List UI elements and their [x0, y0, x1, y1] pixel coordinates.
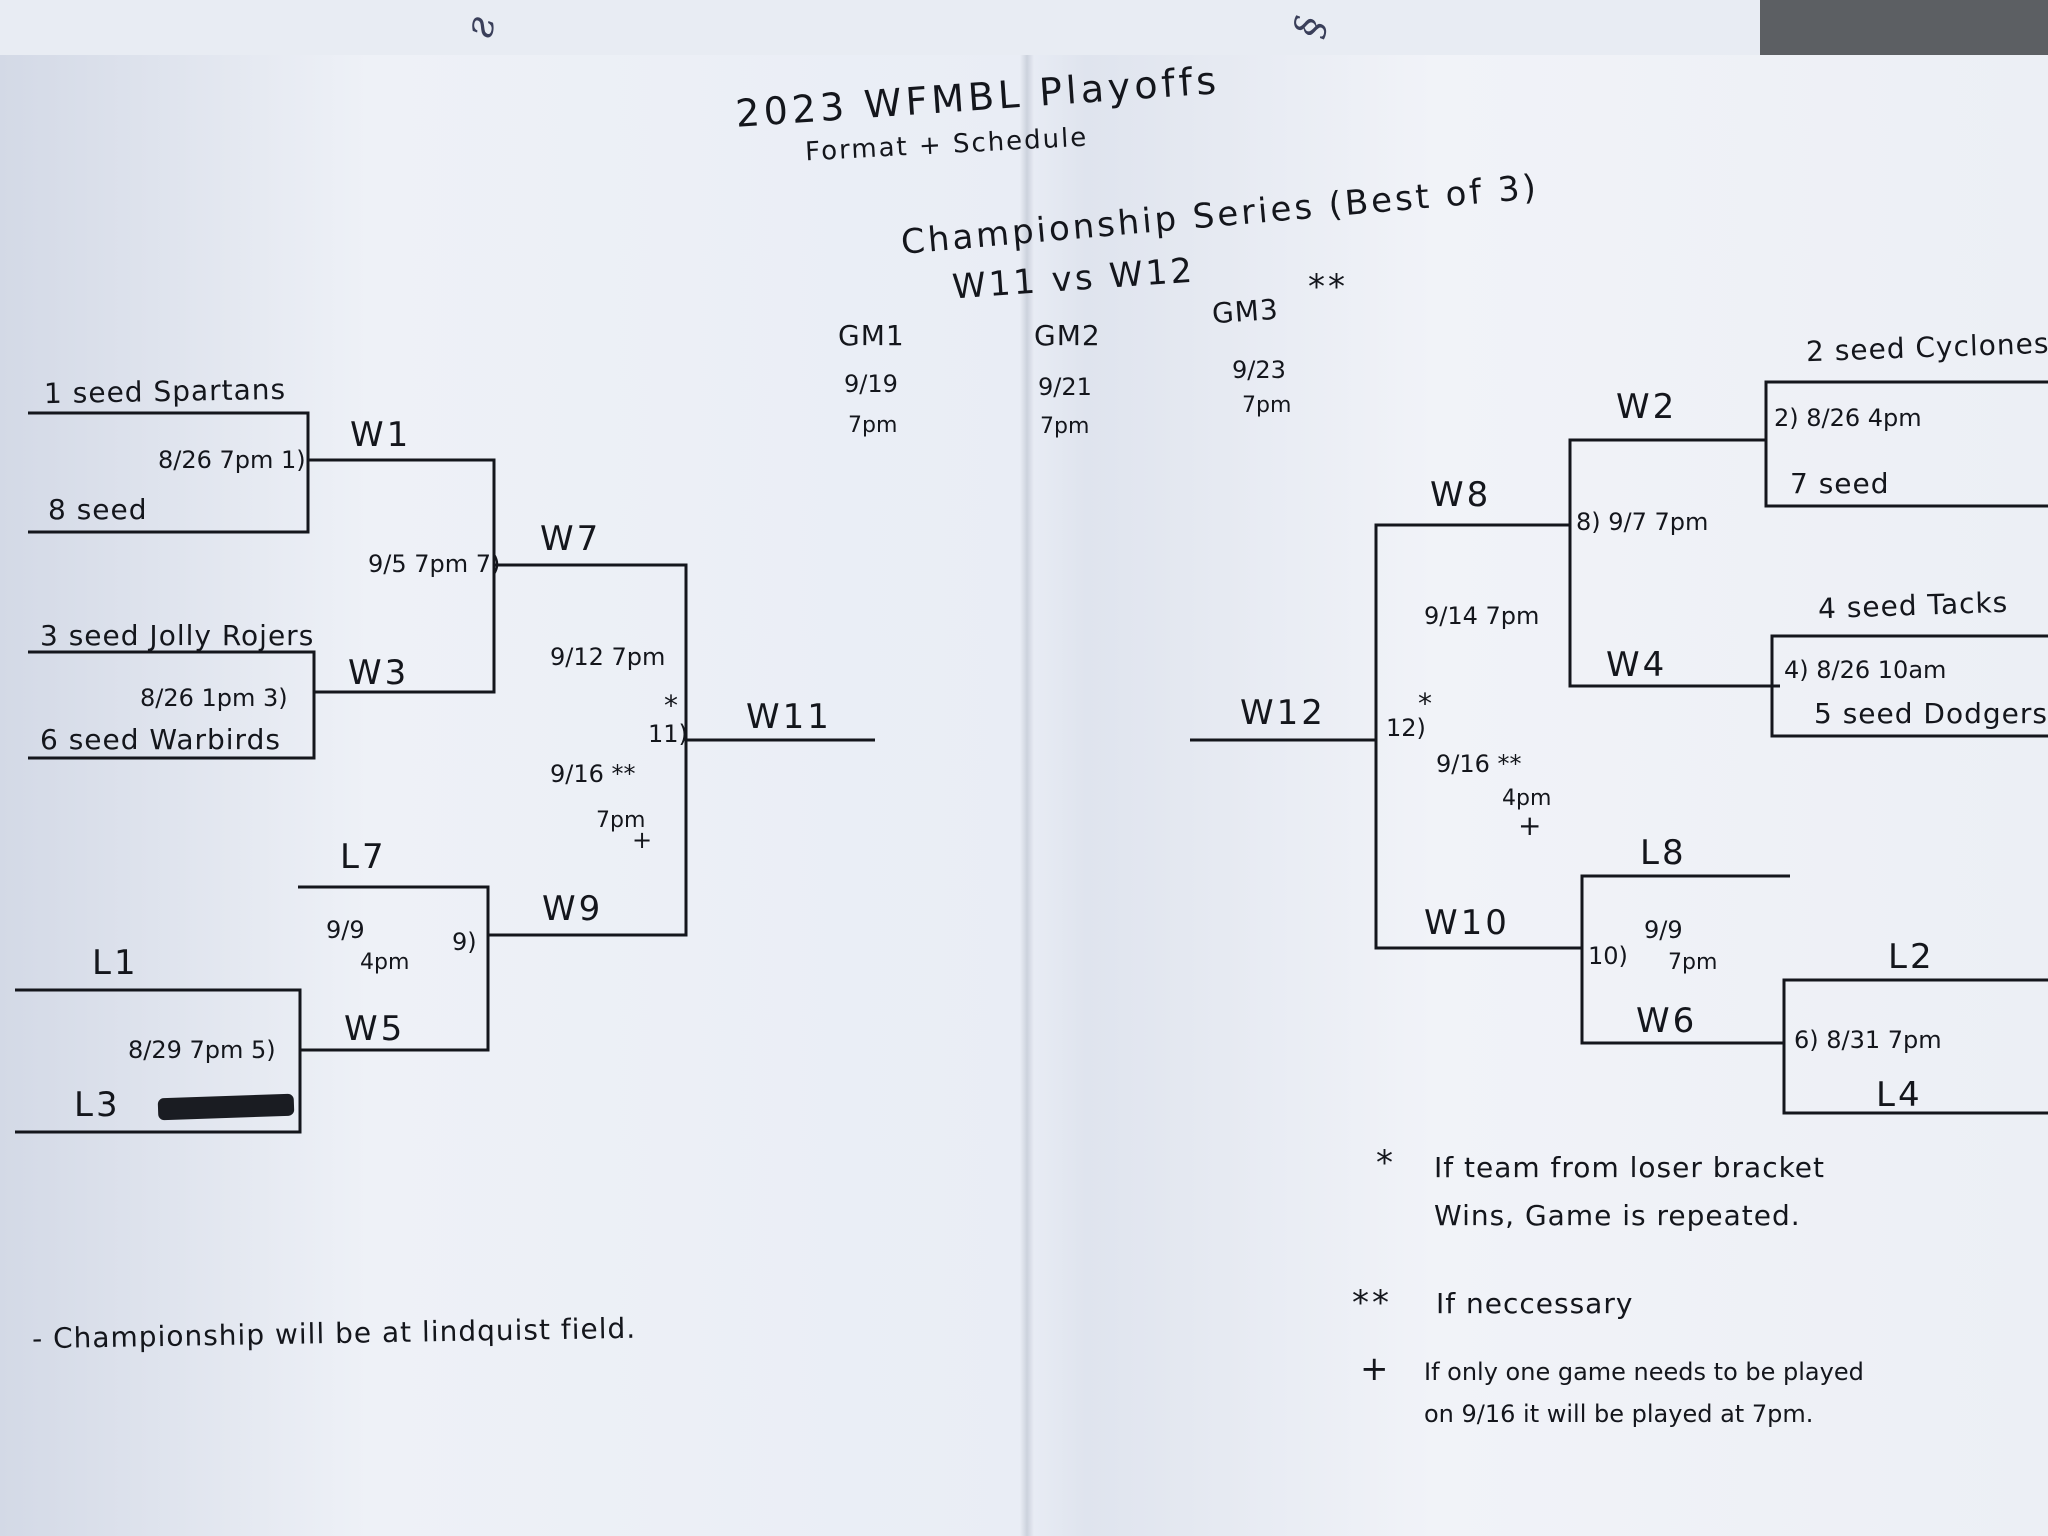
championship-matchup-mark: **: [1308, 267, 1348, 307]
paper-fold: [1020, 55, 1034, 1536]
w5-label: W5: [344, 1009, 406, 1049]
seed2-label: 2 seed Cyclones: [1805, 326, 2048, 369]
game12-alt-mark: +: [1518, 809, 1543, 842]
line-game3: [28, 650, 316, 760]
line-w8: [1374, 523, 1582, 950]
seed7-label: 7 seed: [1790, 467, 1890, 500]
game10-time: 7pm: [1668, 950, 1718, 975]
l3-label: L3: [74, 1085, 121, 1125]
game2-label: GM2: [1034, 319, 1101, 352]
game12-alt-time: 4pm: [1502, 786, 1552, 811]
w12-label: W12: [1240, 693, 1326, 733]
game12-num: 12): [1386, 714, 1426, 742]
game10-date: 9/9: [1644, 916, 1683, 944]
game8-info: 8) 9/7 7pm: [1576, 508, 1709, 536]
game3-date: 9/23: [1232, 356, 1286, 384]
game7-info: 9/5 7pm 7): [368, 550, 501, 578]
w2-label: W2: [1616, 387, 1678, 427]
note-star2-text: If neccessary: [1436, 1287, 1634, 1320]
note-plus-mark: +: [1360, 1349, 1392, 1389]
note-plus-line2: on 9/16 it will be played at 7pm.: [1424, 1400, 1814, 1428]
line-w2: [1568, 438, 1780, 688]
line-game1: [28, 411, 310, 534]
w10-label: W10: [1424, 903, 1510, 943]
game6-info: 6) 8/31 7pm: [1794, 1026, 1942, 1054]
seed6-label: 6 seed Warbirds: [40, 723, 281, 756]
game11-num: 11): [648, 720, 688, 748]
line-game6: [1782, 978, 2048, 1115]
w6-label: W6: [1636, 1001, 1698, 1041]
w3-label: W3: [348, 653, 410, 693]
game11-alt-mark: +: [632, 826, 653, 854]
l2-label: L2: [1888, 937, 1935, 977]
w11-label: W11: [746, 697, 832, 737]
game3-label: GM3: [1210, 292, 1280, 331]
game9-num: 9): [452, 928, 477, 956]
game2-time: 7pm: [1040, 414, 1090, 439]
game11-alt-date: 9/16 **: [550, 760, 636, 788]
game3-time: 7pm: [1242, 393, 1292, 418]
game12-date: 9/14 7pm: [1424, 602, 1540, 630]
line-game10: [1580, 874, 1790, 1045]
w9-label: W9: [542, 889, 604, 929]
game5-info: 8/29 7pm 5): [128, 1036, 276, 1064]
line-game9: [298, 885, 490, 1052]
seed3-label: 3 seed Jolly Rojers: [40, 619, 315, 652]
game1-time: 7pm: [848, 413, 898, 438]
game1-label: GM1: [838, 319, 905, 352]
line-game2: [1764, 380, 2048, 508]
note-star1-mark: *: [1376, 1143, 1396, 1183]
line-w7: [488, 563, 688, 937]
bracket-sheet: [0, 55, 2048, 1536]
game12-alt-date: 9/16 **: [1436, 750, 1522, 778]
game9-time: 4pm: [360, 950, 410, 975]
l4-label: L4: [1876, 1075, 1923, 1115]
w7-label: W7: [540, 519, 602, 559]
game9-date: 9/9: [326, 916, 365, 944]
line-w1: [308, 458, 496, 694]
seed5-label: 5 seed Dodgers: [1814, 697, 2048, 730]
line-game4: [1770, 634, 2048, 738]
note-star2-mark: **: [1352, 1283, 1392, 1323]
game2-info: 2) 8/26 4pm: [1774, 404, 1922, 432]
seed8-label: 8 seed: [48, 493, 148, 526]
seed4-label: 4 seed Tacks: [1817, 585, 2009, 626]
seed1-label: 1 seed Spartans: [43, 372, 287, 411]
game1-info: 8/26 7pm 1): [158, 446, 306, 474]
line-game5: [15, 988, 302, 1134]
game11-mark: *: [664, 689, 679, 722]
game3-info: 8/26 1pm 3): [140, 684, 288, 712]
l7-label: L7: [340, 837, 387, 877]
l1-label: L1: [92, 943, 139, 983]
game11-alt-time: 7pm: [596, 808, 646, 833]
game2-date: 9/21: [1038, 373, 1092, 401]
game4-info: 4) 8/26 10am: [1784, 656, 1947, 684]
w1-label: W1: [350, 415, 412, 455]
game12-mark: *: [1418, 687, 1433, 720]
note-star1-line1: If team from loser bracket: [1434, 1151, 1826, 1184]
w4-label: W4: [1606, 645, 1668, 685]
note-plus-line1: If only one game needs to be played: [1424, 1358, 1864, 1386]
w8-label: W8: [1430, 475, 1492, 515]
game1-date: 9/19: [844, 370, 898, 398]
l8-label: L8: [1640, 833, 1687, 873]
note-star1-line2: Wins, Game is repeated.: [1434, 1199, 1801, 1232]
game11-date: 9/12 7pm: [550, 643, 666, 671]
game10-num: 10): [1588, 942, 1628, 970]
